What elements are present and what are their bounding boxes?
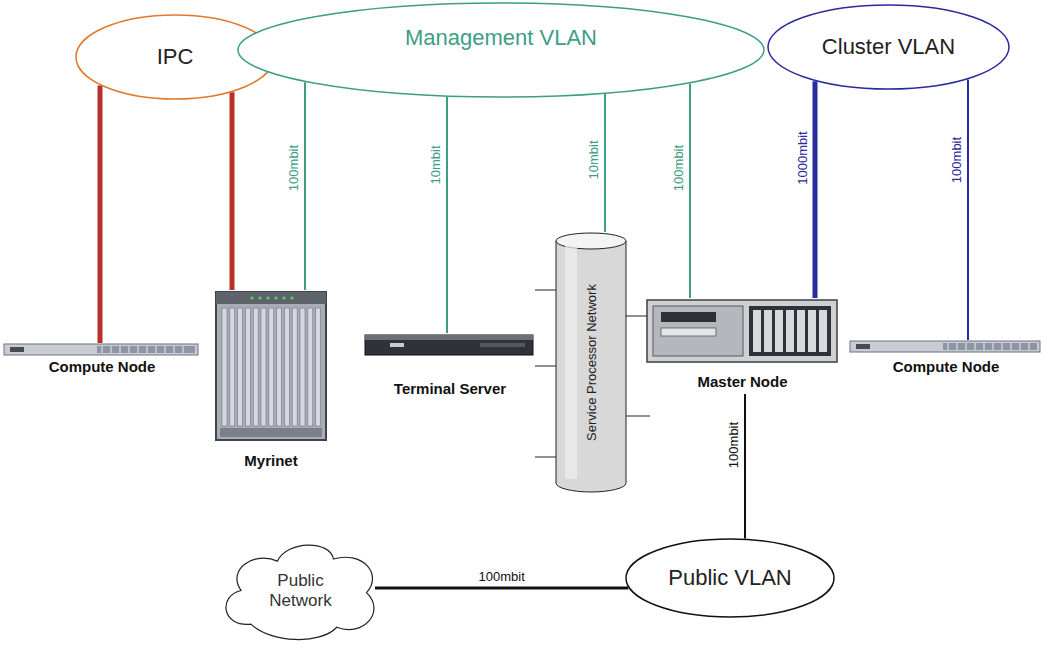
link-speed: 100mbit <box>727 421 741 469</box>
link-speed: 1000mbit <box>795 130 809 185</box>
link-speed: 100mbit <box>478 570 526 584</box>
network-name: Public Network <box>218 538 383 643</box>
link-speed: 10mbit <box>587 139 601 180</box>
cylinder-label: Service Processor Network <box>584 262 599 462</box>
network-link <box>604 94 606 232</box>
link-speed: 10mbit <box>429 144 443 185</box>
device-label: Master Node <box>645 373 840 390</box>
network-link <box>230 92 235 290</box>
compute-node: Compute Node <box>848 340 1044 374</box>
network-ellipse: Public VLAN <box>625 538 835 618</box>
network-cloud: Public Network <box>218 538 383 643</box>
compute-node: Compute Node <box>2 343 202 377</box>
network-link <box>967 80 969 340</box>
master-node: Master Node <box>645 298 840 394</box>
network-link <box>98 85 103 343</box>
service-processor-cylinder: Service Processor Network <box>555 232 627 492</box>
network-name: Cluster VLAN <box>767 4 1010 90</box>
network-link <box>689 84 691 298</box>
link-speed: 100mbit <box>672 144 686 192</box>
network-name: Public VLAN <box>625 538 835 618</box>
network-link <box>744 394 746 538</box>
device-label: Compute Node <box>2 358 202 375</box>
device-label: Terminal Server <box>360 380 540 397</box>
network-link <box>446 97 448 333</box>
terminal-server: Terminal Server <box>360 333 540 401</box>
network-name: Management VLAN <box>237 0 765 86</box>
link-speed: 100mbit <box>287 144 301 192</box>
network-link <box>375 587 628 590</box>
myrinet-switch: Myrinet <box>212 290 330 475</box>
myrinet-switch-outline <box>212 290 330 475</box>
network-ellipse: Cluster VLAN <box>767 4 1010 90</box>
network-link <box>813 81 818 298</box>
network-link <box>304 82 306 290</box>
device-label: Myrinet <box>212 452 330 469</box>
network-ellipse: Management VLAN <box>237 2 765 98</box>
device-label: Compute Node <box>848 358 1044 375</box>
link-speed: 100mbit <box>950 136 964 184</box>
